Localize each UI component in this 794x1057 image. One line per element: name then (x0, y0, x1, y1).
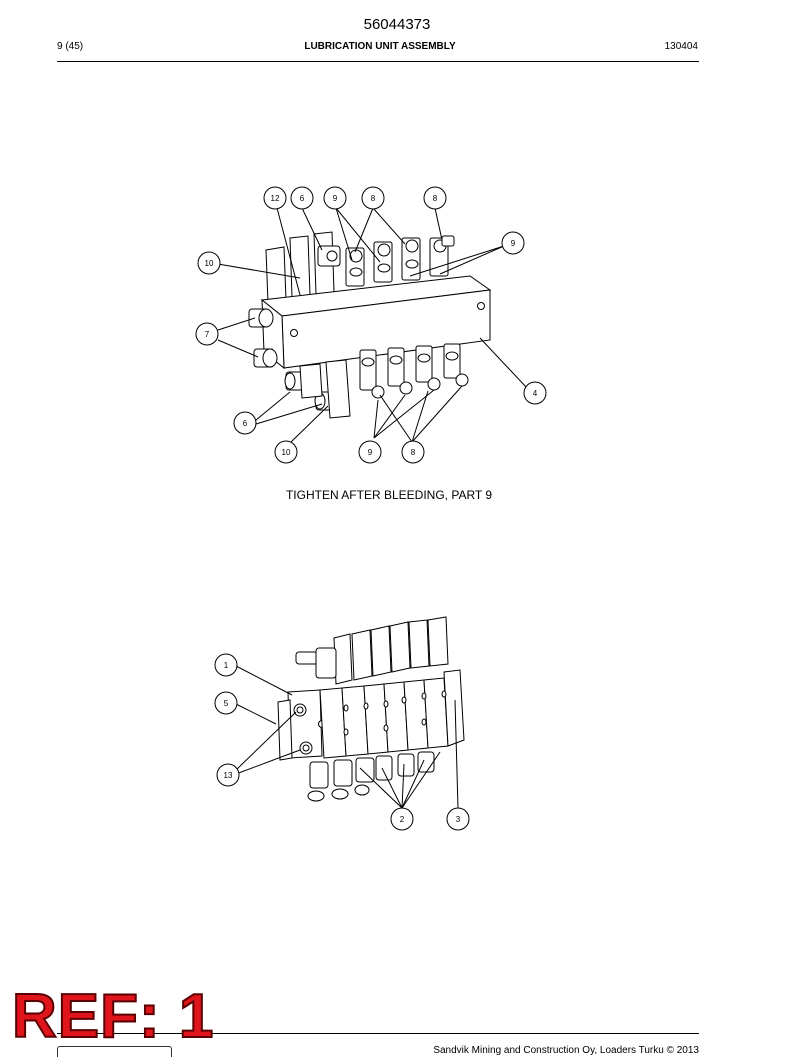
callout-8-top-right: 8 (423, 186, 447, 210)
svg-text:10: 10 (205, 259, 214, 268)
callout-3: 3 (446, 807, 470, 831)
top-fittings (317, 235, 455, 287)
callout-8-bottom: 8 (401, 440, 425, 464)
ref-stamp: REF: 1 (11, 982, 215, 1051)
svg-text:9: 9 (333, 194, 338, 203)
callout-8-top-left: 8 (361, 186, 385, 210)
svg-text:9: 9 (511, 239, 516, 248)
document-title: LUBRICATION UNIT ASSEMBLY (304, 41, 456, 52)
callout-6-top: 6 (290, 186, 314, 210)
svg-text:6: 6 (243, 419, 248, 428)
svg-text:5: 5 (224, 699, 229, 708)
footer-copyright: Sandvik Mining and Construction Oy, Load… (433, 1045, 699, 1056)
callout-9-bottom: 9 (358, 440, 382, 464)
callout-1: 1 (214, 653, 238, 677)
callout-7: 7 (195, 322, 219, 346)
callout-10-lower: 10 (274, 440, 298, 464)
svg-text:12: 12 (271, 194, 280, 203)
callout-9-right: 9 (501, 231, 525, 255)
figure-caption: TIGHTEN AFTER BLEEDING, PART 9 (285, 488, 493, 502)
callout-12: 12 (263, 186, 287, 210)
company-logo (57, 1046, 172, 1057)
svg-text:8: 8 (411, 448, 416, 457)
svg-text:10: 10 (282, 448, 291, 457)
svg-text:7: 7 (205, 330, 210, 339)
revision-code: 130404 (664, 41, 698, 52)
page-number: 9 (45) (57, 41, 84, 52)
bottom-fittings (359, 343, 469, 399)
footer-rule (57, 1033, 699, 1034)
svg-text:4: 4 (533, 389, 538, 398)
svg-text:1: 1 (224, 661, 229, 670)
callout-4: 4 (523, 381, 547, 405)
svg-text:3: 3 (456, 815, 461, 824)
figure-1-lubrication-block (248, 231, 492, 419)
svg-text:6: 6 (300, 194, 305, 203)
svg-text:13: 13 (224, 771, 233, 780)
svg-text:2: 2 (400, 815, 405, 824)
callout-5: 5 (214, 691, 238, 715)
figure-2-leader-lines (235, 665, 459, 809)
callout-10-upper: 10 (197, 251, 221, 275)
svg-text:8: 8 (371, 194, 376, 203)
header-rule (57, 61, 699, 62)
callout-9-top: 9 (323, 186, 347, 210)
document-number: 56044373 (363, 16, 431, 33)
figure-2-lubrication-block (277, 616, 465, 802)
figure-1-leader-lines (217, 207, 528, 443)
svg-text:9: 9 (368, 448, 373, 457)
callout-6-lower: 6 (233, 411, 257, 435)
svg-text:8: 8 (433, 194, 438, 203)
callout-2: 2 (390, 807, 414, 831)
callout-13: 13 (216, 763, 240, 787)
